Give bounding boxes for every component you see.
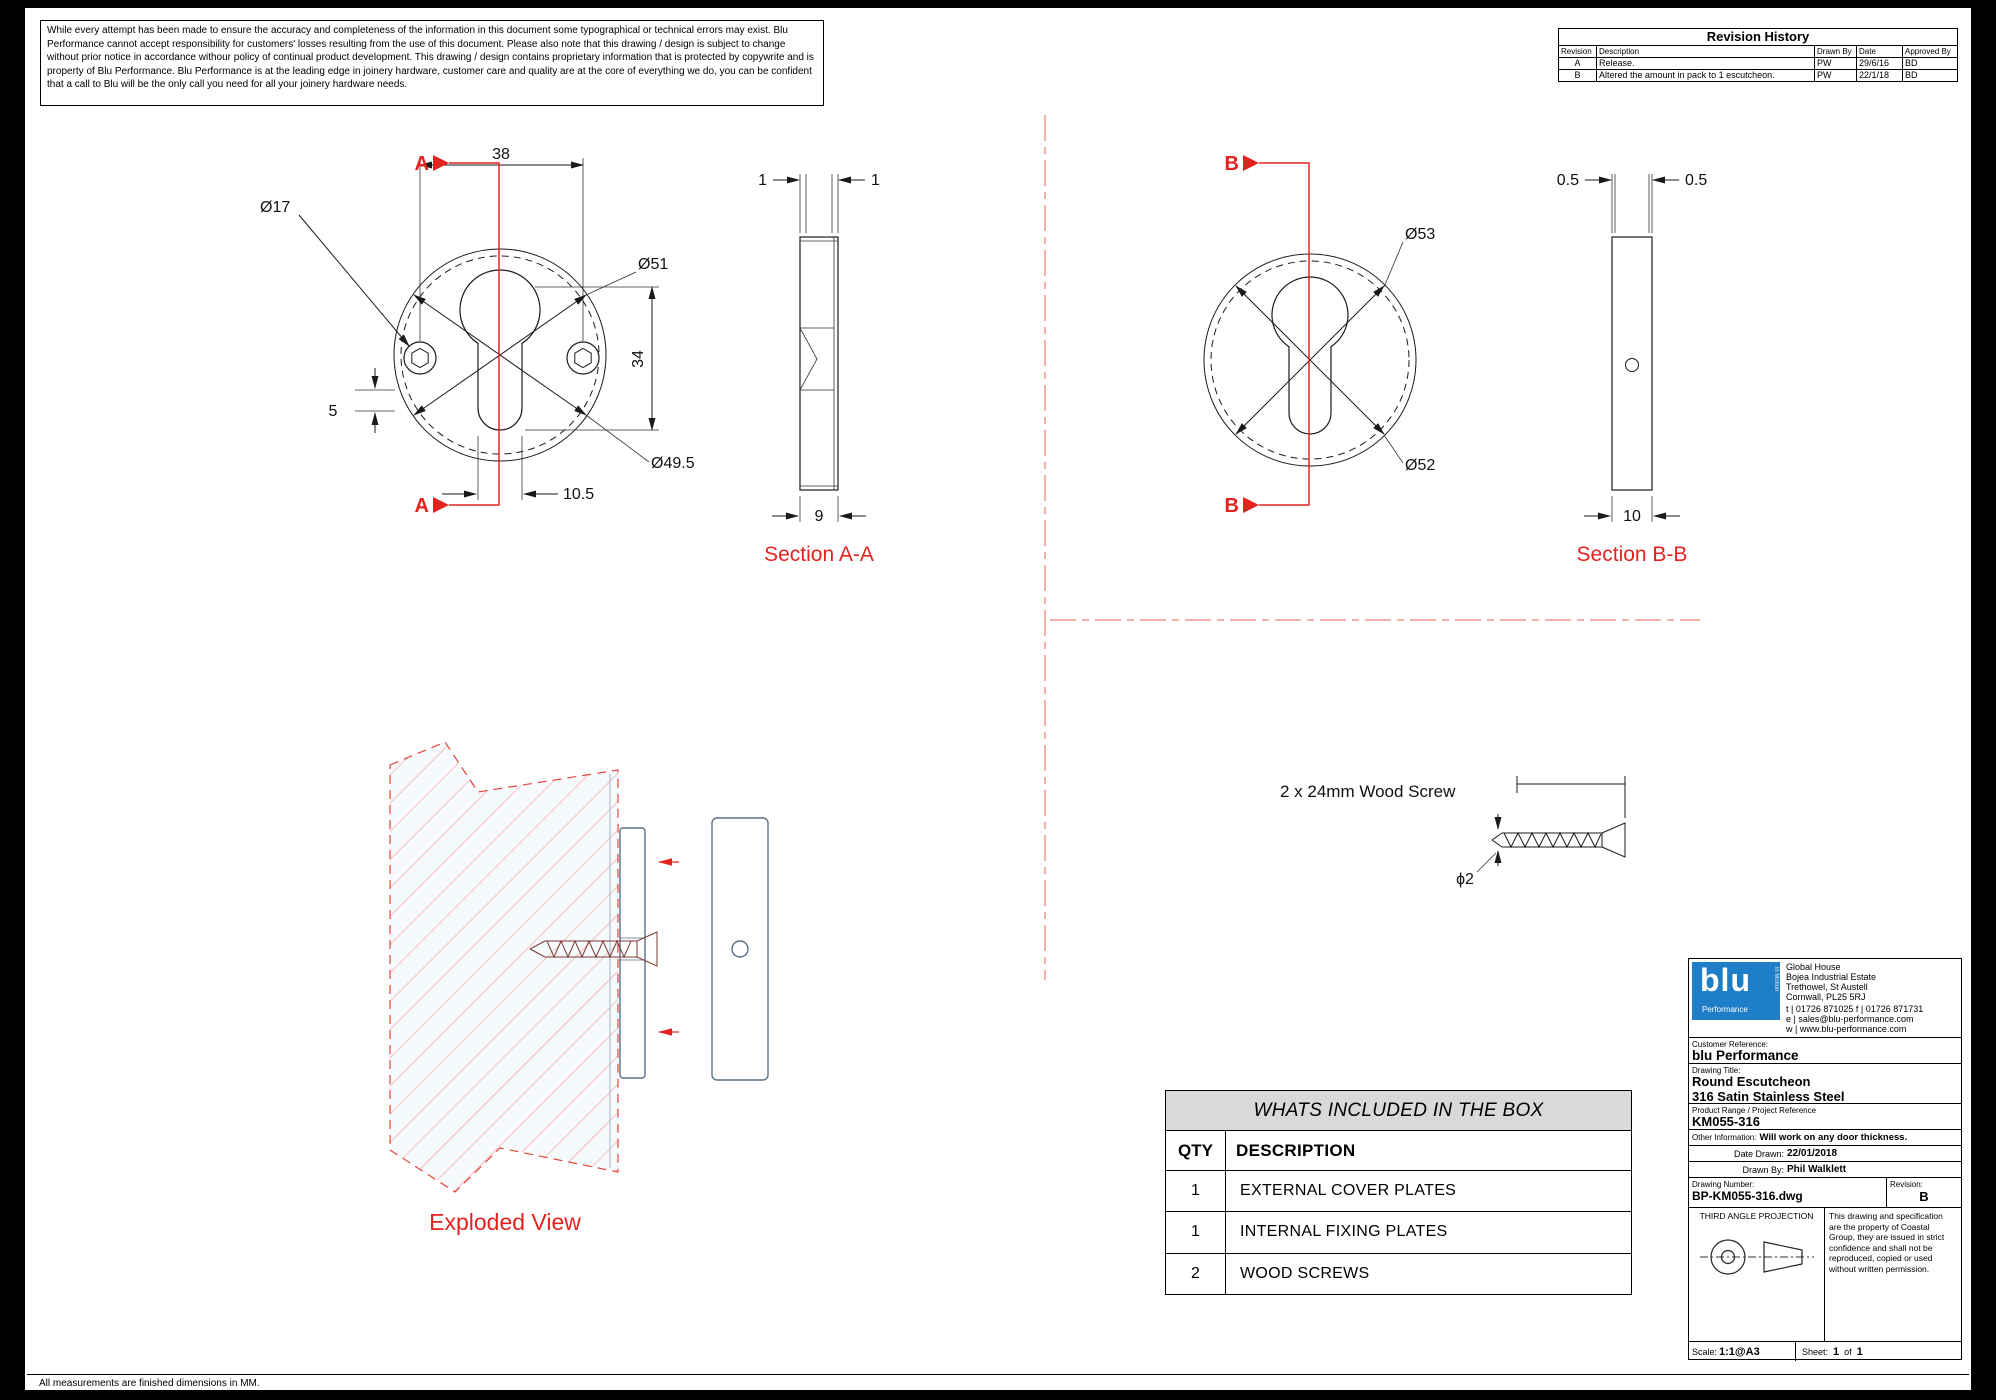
drawing-title: Drawing Title: Round Escutcheon 316 Sati…	[1689, 1063, 1961, 1103]
scale-cell: Scale: 1:1@A3	[1689, 1342, 1796, 1361]
dim-105: 10.5	[563, 486, 594, 503]
section-marker-a-bottom: A	[415, 495, 429, 517]
revision-row-b: B Altered the amount in pack to 1 escutc…	[1558, 69, 1958, 82]
section-arrow-a-top	[433, 155, 449, 171]
customer-reference: Customer Reference: blu Performance	[1689, 1037, 1961, 1063]
revision-cell: Revision: B	[1886, 1178, 1961, 1207]
fixing-hole-right	[566, 341, 600, 375]
dim-1-left: 1	[758, 172, 767, 189]
dim-9: 9	[815, 508, 824, 525]
exploded-view-label: Exploded View	[429, 1209, 581, 1235]
section-marker-b-bottom: B	[1225, 495, 1239, 517]
centerlines	[1044, 115, 1700, 980]
confidentiality-note: This drawing and specification are the p…	[1829, 1211, 1945, 1274]
measurement-note: All measurements are finished dimensions…	[39, 1378, 260, 1389]
dim-screw-diameter: ϕ2	[1456, 871, 1474, 888]
section-view-b: 0.5 0.5 10 Section B-B	[1557, 172, 1708, 566]
third-angle-projection-icon	[1699, 1239, 1814, 1275]
door-panel	[389, 741, 619, 1193]
scale-sheet-row: Scale: 1:1@A3 Sheet: 1 of 1	[1689, 1341, 1961, 1361]
dim-05-left: 0.5	[1557, 172, 1579, 189]
dim-5: 5	[329, 403, 338, 420]
wood-screw-detail: 2 x 24mm Wood Screw ϕ2	[1280, 776, 1626, 888]
dim-d53: Ø53	[1405, 226, 1435, 243]
revision-row-a: A Release. PW 29/6/16 BD	[1558, 57, 1958, 70]
title-block: blu Performance in Motion Global House B…	[1688, 958, 1962, 1361]
box-row-1: 1 EXTERNAL COVER PLATES	[1166, 1171, 1631, 1213]
keyhole-cutout-a	[459, 269, 541, 431]
dim-1-right: 1	[871, 172, 880, 189]
fixing-hole-left	[403, 341, 437, 375]
disclaimer-text: While every attempt has been made to ens…	[40, 20, 824, 106]
front-view-a: 38 Ø17 Ø51 Ø49.5 34 5	[260, 146, 695, 517]
dim-d495: Ø49.5	[651, 455, 695, 472]
dim-d51: Ø51	[638, 256, 668, 273]
projection-section: THIRD ANGLE PROJECTION This drawing and …	[1689, 1207, 1961, 1341]
other-information: Other Information: Will work on any door…	[1689, 1129, 1961, 1145]
footer-divider	[27, 1374, 1969, 1375]
drawn-by: Drawn By: Phil Walklett	[1689, 1161, 1961, 1177]
dim-05-right: 0.5	[1685, 172, 1707, 189]
company-address: Global House Bojea Industrial Estate Tre…	[1786, 962, 1877, 1002]
revision-history-title: Revision History	[1558, 28, 1958, 45]
cover-plate-hole	[731, 940, 749, 958]
blu-logo: blu Performance in Motion	[1692, 962, 1780, 1020]
section-cut-a: A A	[415, 153, 500, 517]
revision-history-table: Revision Description Drawn By Date Appro…	[1558, 45, 1958, 82]
section-arrow-b-bottom	[1243, 497, 1259, 513]
dim-38: 38	[492, 146, 510, 163]
drawing-sheet: While every attempt has been made to ens…	[25, 8, 1971, 1390]
section-marker-b-top: B	[1225, 153, 1239, 175]
company-contact: t | 01726 871025 f | 01726 871731 e | sa…	[1786, 1004, 1924, 1034]
description-header: DESCRIPTION	[1236, 1140, 1356, 1160]
section-a-label: Section A-A	[764, 543, 874, 566]
company-header: blu Performance in Motion Global House B…	[1689, 959, 1961, 1037]
section-arrow-a-bottom	[433, 497, 449, 513]
sheet-cell: Sheet: 1 of 1	[1802, 1345, 1863, 1358]
front-view-b: Ø53 Ø52 B B	[1203, 153, 1435, 517]
wood-screw-label: 2 x 24mm Wood Screw	[1280, 782, 1456, 801]
qty-header: QTY	[1166, 1131, 1226, 1170]
revision-history: Revision History Revision Description Dr…	[1558, 28, 1958, 82]
exploded-screw	[529, 931, 658, 967]
projection-cell: THIRD ANGLE PROJECTION	[1689, 1208, 1825, 1341]
drawing-number: Drawing Number: BP-KM055-316.dwg Revisio…	[1689, 1177, 1961, 1207]
dim-d52: Ø52	[1405, 457, 1435, 474]
dim-10: 10	[1623, 508, 1641, 525]
dim-d17: Ø17	[260, 199, 290, 216]
box-header-row: QTY DESCRIPTION	[1166, 1131, 1631, 1171]
whats-included-table: WHATS INCLUDED IN THE BOX QTY DESCRIPTIO…	[1165, 1090, 1632, 1295]
keyhole-cutout-b	[1271, 276, 1349, 435]
section-arrow-b-top	[1243, 155, 1259, 171]
dim-34: 34	[630, 350, 647, 368]
internal-fixing-plate	[619, 827, 646, 1079]
date-drawn: Date Drawn: 22/01/2018	[1689, 1145, 1961, 1161]
screw-hole	[1625, 358, 1639, 372]
box-row-3: 2 WOOD SCREWS	[1166, 1253, 1631, 1294]
section-view-a: 1 1 9 Section A-A	[758, 172, 880, 566]
section-cut-b: B B	[1225, 153, 1310, 517]
section-b-label: Section B-B	[1577, 543, 1688, 566]
box-row-2: 1 INTERNAL FIXING PLATES	[1166, 1212, 1631, 1254]
technical-drawing: 38 Ø17 Ø51 Ø49.5 34 5	[260, 115, 1708, 1235]
exploded-view: Exploded View	[389, 741, 769, 1235]
logo-text: blu	[1700, 962, 1751, 998]
box-table-title: WHATS INCLUDED IN THE BOX	[1166, 1091, 1631, 1131]
product-range: Product Range / Project Reference KM055-…	[1689, 1103, 1961, 1129]
section-marker-a-top: A	[415, 153, 429, 175]
